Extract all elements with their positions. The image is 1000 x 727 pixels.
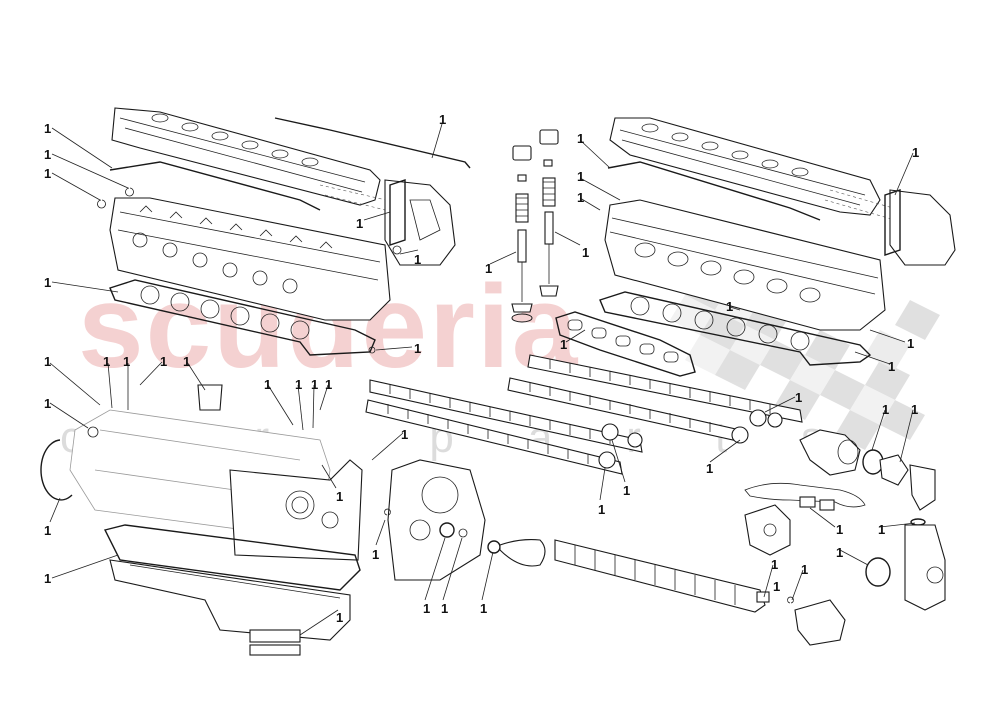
callout-label: 1 xyxy=(439,112,447,127)
callout-label: 1 xyxy=(44,396,52,411)
callout-label: 1 xyxy=(103,354,111,369)
right-head-gasket xyxy=(599,291,872,366)
callout-label: 1 xyxy=(836,522,844,537)
checkered-flag-watermark xyxy=(670,250,940,450)
callout-label: 1 xyxy=(441,601,449,616)
callout-label: 1 xyxy=(264,377,272,392)
callout-label: 1 xyxy=(577,169,585,184)
right-cylinder-head xyxy=(604,199,886,331)
callout-label: 1 xyxy=(878,522,886,537)
oil-pan xyxy=(103,524,361,656)
left-cylinder-head xyxy=(109,197,391,321)
left-upper-gasket xyxy=(274,117,471,169)
left-cam-cover-end xyxy=(384,179,456,266)
timing-cover xyxy=(384,459,486,581)
thermostat-housing xyxy=(799,429,936,511)
callout-label: 1 xyxy=(726,299,734,314)
engine-block xyxy=(69,409,363,561)
callout-label: 1 xyxy=(44,121,52,136)
callout-label: 1 xyxy=(706,461,714,476)
right-valve-cover xyxy=(609,117,881,216)
right-valve-cover-gasket xyxy=(607,161,821,221)
oil-pump xyxy=(744,482,866,556)
callout-label: 1 xyxy=(44,275,52,290)
callout-label: 1 xyxy=(336,489,344,504)
crankshaft xyxy=(554,539,770,613)
valve-assemblies xyxy=(511,129,559,323)
callout-label: 1 xyxy=(911,402,919,417)
callout-label: 1 xyxy=(414,341,422,356)
rear-main-seal xyxy=(40,439,73,501)
callout-label: 1 xyxy=(356,216,364,231)
callout-label: 1 xyxy=(480,601,488,616)
callout-label: 1 xyxy=(401,427,409,442)
callout-label: 1 xyxy=(485,261,493,276)
callout-label: 1 xyxy=(414,252,422,267)
callout-label: 1 xyxy=(577,131,585,146)
callout-label: 1 xyxy=(423,601,431,616)
callout-label: 1 xyxy=(582,245,590,260)
callout-label: 1 xyxy=(882,402,890,417)
pulley-hub xyxy=(499,539,546,567)
callout-label: 1 xyxy=(560,337,568,352)
callout-label: 1 xyxy=(295,377,303,392)
callout-label: 1 xyxy=(372,547,380,562)
water-pump xyxy=(787,518,946,646)
callout-label: 1 xyxy=(183,354,191,369)
callout-label: 1 xyxy=(801,562,809,577)
callout-label: 1 xyxy=(598,502,606,517)
small-seals-left xyxy=(97,187,402,354)
callout-label: 1 xyxy=(44,523,52,538)
callout-label: 1 xyxy=(836,545,844,560)
callout-label: 1 xyxy=(123,354,131,369)
oil-filter xyxy=(197,384,223,411)
right-cam-cover-end xyxy=(884,189,956,266)
callout-label: 1 xyxy=(325,377,333,392)
callout-label: 1 xyxy=(44,166,52,181)
callout-label: 1 xyxy=(577,190,585,205)
exhaust-manifold-gasket xyxy=(555,311,696,377)
callout-label: 1 xyxy=(912,145,920,160)
callout-label: 1 xyxy=(771,557,779,572)
callout-label: 1 xyxy=(795,390,803,405)
callout-label: 1 xyxy=(888,359,896,374)
left-valve-cover xyxy=(111,107,381,206)
leader-lines xyxy=(49,123,916,636)
callout-label: 1 xyxy=(44,571,52,586)
callout-label: 1 xyxy=(44,147,52,162)
callout-label: 1 xyxy=(160,354,168,369)
callout-label: 1 xyxy=(311,377,319,392)
camshafts xyxy=(365,354,803,475)
callout-label: 1 xyxy=(623,483,631,498)
left-valve-cover-gasket xyxy=(109,161,321,211)
callout-label: 1 xyxy=(336,610,344,625)
callout-label: 1 xyxy=(907,336,915,351)
callout-label: 1 xyxy=(44,354,52,369)
callout-label: 1 xyxy=(773,579,781,594)
